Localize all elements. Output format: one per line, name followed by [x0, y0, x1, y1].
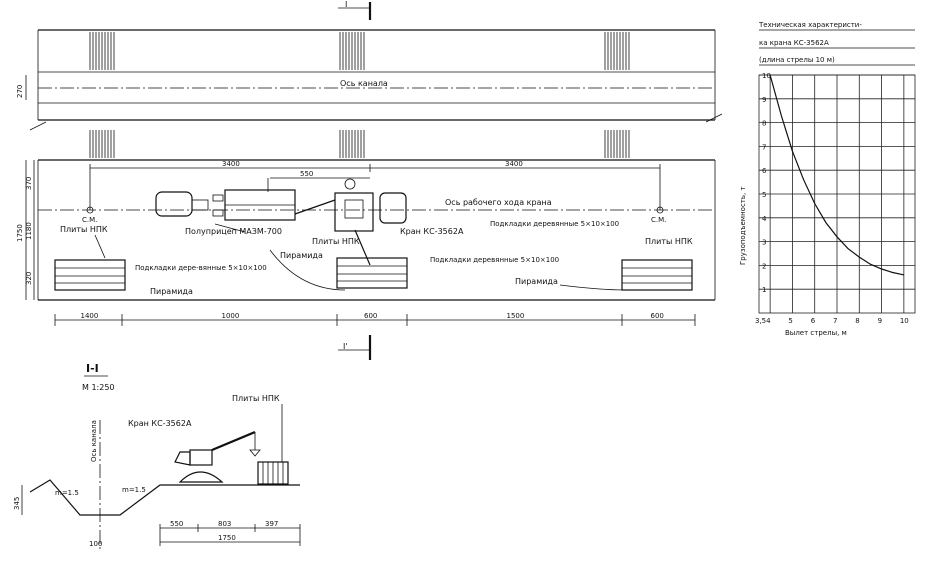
- pyramid-left-label: Пирамида: [150, 287, 193, 296]
- crane-plan: Кран КС-3562А: [294, 178, 464, 266]
- chart-xtick: 7: [833, 317, 837, 325]
- chart-ytick: 1: [762, 286, 766, 294]
- chart-title-line-1: Техническая характеристи-: [758, 21, 862, 29]
- dim-1750: 1750: [16, 224, 24, 242]
- chart-ytick: 5: [762, 191, 766, 199]
- load-curve: [769, 74, 905, 276]
- pad-left-label: Подкладки дере-вянные 5×10×100: [135, 264, 267, 272]
- section-scale: М 1:250: [82, 383, 115, 392]
- top-dimensions: 3400 3400 550: [89, 160, 661, 210]
- dim-bottom-0: 1400: [81, 312, 99, 320]
- dim-3400-left: 3400: [222, 160, 240, 168]
- section-dim-397: 397: [265, 520, 278, 528]
- section-canal-axis: Ось канала: [90, 420, 98, 462]
- dim-3400-right: 3400: [505, 160, 523, 168]
- chart-ylabel: Грузоподъемность, т: [739, 186, 747, 265]
- chart-title-line-2: ка крана КС-3562А: [759, 39, 829, 47]
- slabs-middle-label: Плиты НПК: [312, 237, 360, 246]
- section-view: I-I М 1:250 Кран КС-3562А Плиты НПК Ось …: [13, 362, 301, 550]
- section-mark-bottom: I': [338, 335, 372, 360]
- svg-text:С.М.: С.М.: [82, 216, 97, 224]
- chart-ytick: 4: [762, 215, 767, 223]
- load-chart: Техническая характеристи- ка крана КС-35…: [739, 21, 916, 337]
- dim-320: 320: [25, 272, 33, 285]
- dim-550: 550: [300, 170, 313, 178]
- section-slabs-label: Плиты НПК: [232, 394, 280, 403]
- slabs-stack-middle: Плиты НПК Пирамида Подкладки деревянные …: [269, 237, 559, 291]
- chart-xtick: 9: [878, 317, 882, 325]
- chart-ytick: 10: [762, 72, 771, 80]
- chart-ytick: 9: [762, 96, 766, 104]
- dim-270: 270: [16, 85, 24, 98]
- dim-bottom-2: 600: [364, 312, 377, 320]
- canal-axis-label: Ось канала: [340, 79, 388, 88]
- section-depth: 345: [13, 497, 21, 510]
- chart-ytick: 3: [762, 239, 766, 247]
- pad-middle-label: Подкладки деревянные 5×10×100: [430, 256, 559, 264]
- pad-right-label: Подкладки деревянные 5×10×100: [490, 220, 619, 228]
- chart-xtick: 8: [855, 317, 859, 325]
- slabs-stack-right: Плиты НПК Подкладки деревянные 5×10×100 …: [490, 220, 693, 291]
- semi-trailer-tractor: Полуприцеп МАЗМ-700: [155, 178, 296, 236]
- chart-xtick: 6: [811, 317, 816, 325]
- left-dimensions: 270 1750 370 1180 320: [16, 75, 35, 300]
- dim-bottom-3: 1500: [507, 312, 525, 320]
- section-crane-label: Кран КС-3562А: [128, 419, 192, 428]
- chart-title: Техническая характеристи- ка крана КС-35…: [758, 21, 915, 66]
- slope-right: m=1.5: [122, 486, 146, 494]
- chart-xlabel: Вылет стрелы, м: [785, 329, 847, 337]
- chart-ytick: 2: [762, 262, 766, 270]
- slot-hatches-mid: [89, 130, 630, 158]
- section-dim-550: 550: [170, 520, 183, 528]
- svg-text:С.М.: С.М.: [651, 216, 666, 224]
- section-bottom-width: 100: [89, 540, 102, 548]
- marker-left: С.М.: [82, 206, 97, 224]
- work-area: Ось рабочего хода крана: [37, 159, 716, 301]
- chart-xtick: 5: [788, 317, 792, 325]
- chart-title-line-3: (длина стрелы 10 м): [759, 56, 835, 64]
- slot-hatches-top: [89, 32, 630, 70]
- chart-ytick: 8: [762, 120, 766, 128]
- section-mark-bottom-label: I': [343, 342, 348, 351]
- chart-grid: [758, 74, 916, 314]
- tractor-label: Полуприцеп МАЗМ-700: [185, 227, 282, 236]
- chart-ytick: 6: [762, 167, 767, 175]
- section-dim-803: 803: [218, 520, 231, 528]
- chart-xtick: 10: [900, 317, 909, 325]
- chart-xtick: 3,5: [755, 317, 766, 325]
- chart-ytick: 7: [762, 143, 766, 151]
- dim-370: 370: [25, 177, 33, 190]
- dim-bottom-1: 1000: [222, 312, 240, 320]
- pyramid-right-label: Пирамида: [515, 277, 558, 286]
- section-mark-top-label: I: [345, 0, 347, 9]
- dim-bottom-4: 600: [651, 312, 664, 320]
- section-mark-top: I: [338, 0, 372, 20]
- slabs-left-label: Плиты НПК: [60, 225, 108, 234]
- chart-xtick: 4: [766, 317, 771, 325]
- slabs-stack-left: Плиты НПК Подкладки дере-вянные 5×10×100…: [54, 225, 267, 296]
- marker-right: С.М.: [651, 206, 666, 224]
- crane-label: Кран КС-3562А: [400, 227, 464, 236]
- slope-left: m=1.5: [55, 489, 79, 497]
- dim-1180: 1180: [25, 222, 33, 240]
- section-title: I-I: [86, 362, 99, 375]
- section-dim-1750: 1750: [218, 534, 236, 542]
- bottom-dimensions: 1400 1000 600 1500 600: [54, 312, 696, 326]
- crane-path-axis-label: Ось рабочего хода крана: [445, 198, 552, 207]
- pyramid-middle-label: Пирамида: [280, 251, 323, 260]
- slabs-right-label: Плиты НПК: [645, 237, 693, 246]
- canal-band: Ось канала: [29, 29, 723, 131]
